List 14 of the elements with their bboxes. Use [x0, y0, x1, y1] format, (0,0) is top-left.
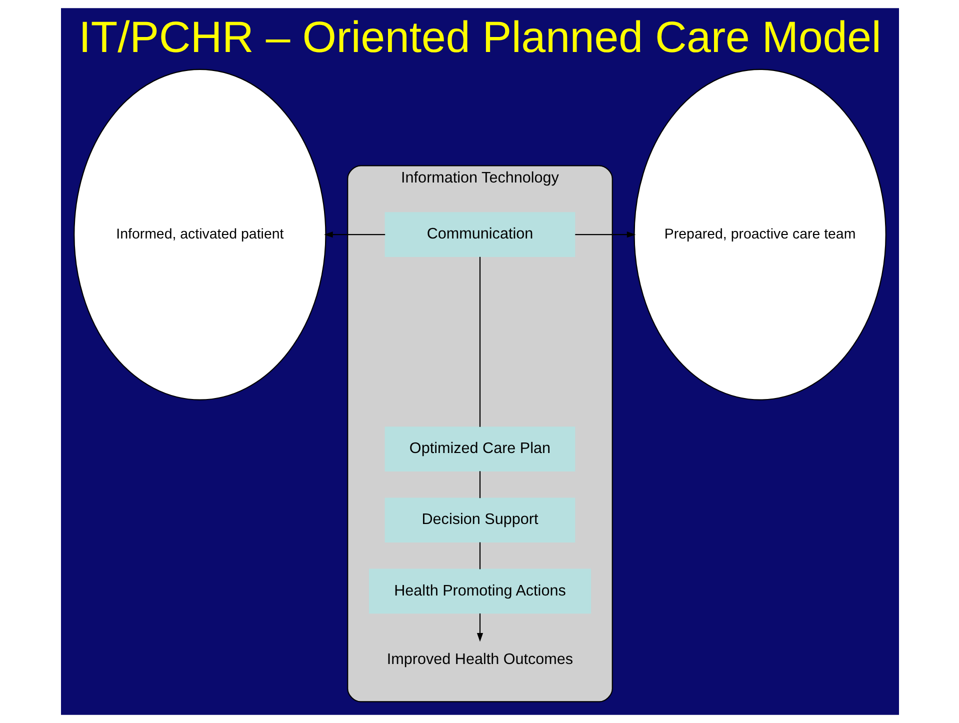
arrow [476, 613, 483, 642]
node-box: Decision Support [384, 498, 575, 543]
node-box: Communication [384, 212, 575, 258]
node-ellipse: Prepared, proactive care team [633, 68, 886, 400]
connector [478, 471, 480, 498]
node-ellipse: Informed, activated patient [73, 68, 326, 400]
node-text: Improved Health Outcomes [386, 651, 573, 668]
connector [478, 542, 480, 570]
arrow [574, 232, 636, 238]
diagram-title: IT/PCHR – Oriented Planned Care Model [78, 12, 881, 62]
arrow [324, 232, 385, 238]
node-box: Health Promoting Actions [368, 568, 591, 614]
node-box: Optimized Care Plan [384, 426, 575, 472]
connector [478, 256, 480, 427]
